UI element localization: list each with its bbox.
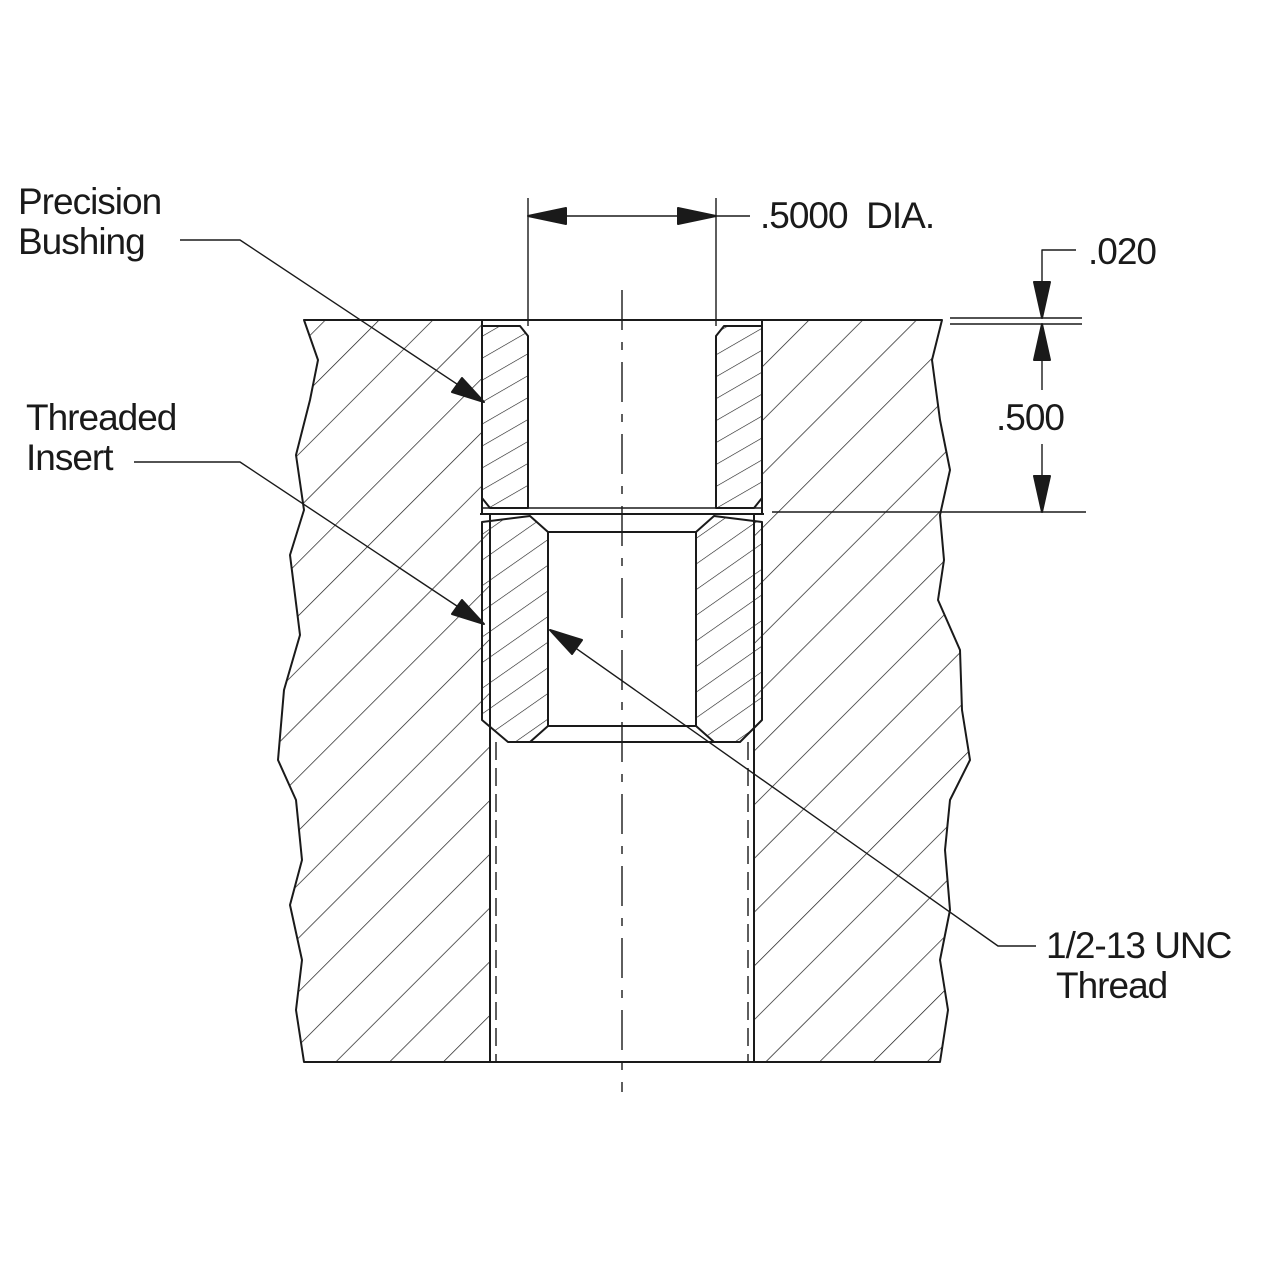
thread-spec-label: 1/2-13 UNC Thread [1046, 925, 1232, 1006]
precision-bushing-label: Precision Bushing [18, 181, 162, 262]
insert-wall-right [695, 515, 763, 743]
recess-depth-dimension-text: .020 [1088, 231, 1157, 272]
bushing-length-dimension-text: .500 [996, 397, 1065, 438]
thread-spec-line2: Thread [1056, 965, 1168, 1006]
dia-dimension [527, 198, 750, 326]
insert-wall-left [481, 515, 549, 743]
bushing-length-dimension [772, 444, 1086, 513]
threaded-insert-line2: Insert [26, 437, 114, 478]
leader-precision-bushing [180, 239, 485, 403]
recess-depth-dimension [950, 249, 1082, 390]
thread-spec-line1: 1/2-13 UNC [1046, 925, 1232, 966]
bushing-wall-left [481, 325, 529, 509]
bushing-wall-right [715, 325, 763, 509]
base-body-left [277, 319, 491, 1063]
leader-thread-spec [549, 629, 1036, 947]
precision-bushing-line2: Bushing [18, 221, 146, 262]
bore-diameter-dimension-text: .5000 DIA. [760, 195, 935, 236]
leader-threaded-insert [134, 461, 485, 625]
threaded-insert-label: Threaded Insert [26, 397, 177, 478]
threaded-insert-line1: Threaded [26, 397, 177, 438]
base-body-right [753, 319, 971, 1063]
precision-bushing-line1: Precision [18, 181, 162, 222]
